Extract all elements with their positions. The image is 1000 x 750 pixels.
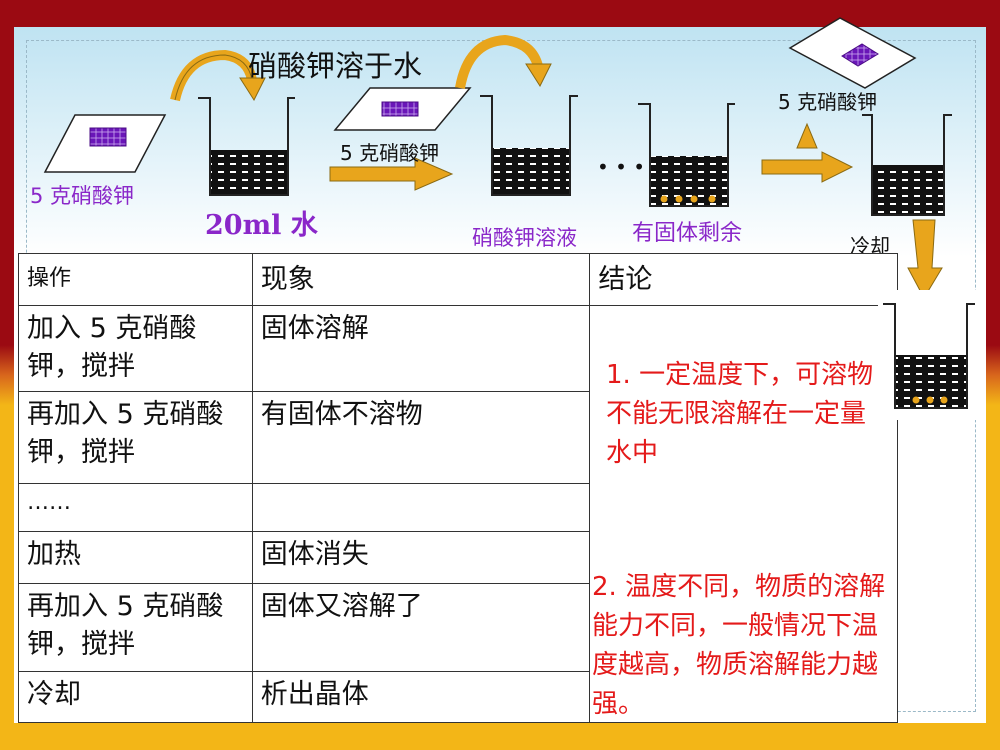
paper-with-kno3-middle [333,87,472,131]
row-phenomenon: 固体溶解 [251,305,591,392]
beaker-2 [480,95,578,196]
row-phenomenon: 析出晶体 [251,671,591,723]
conclusion-1: 1. 一定温度下，可溶物不能无限溶解在一定量水中 [606,360,874,468]
table-row: 加入 5 克硝酸钾，搅拌 固体溶解 [18,305,898,723]
beaker-4 [862,114,952,216]
row-operation: 加热 [18,531,253,584]
experiment-diagram [43,17,952,300]
row-operation: 再加入 5 克硝酸钾，搅拌 [18,391,253,484]
water-label: 20ml 水 [205,210,318,241]
experiment-table: 操作 现象 结论 加入 5 克硝酸钾，搅拌 固体溶解 再加入 5 克硝酸钾，搅拌… [18,253,898,723]
row-phenomenon [251,483,591,532]
header-phenomenon: 现象 [251,253,591,306]
row-operation: 再加入 5 克硝酸钾，搅拌 [18,583,253,672]
table-header-row: 操作 现象 结论 [18,253,898,306]
kno3-5g-middle-label: 5 克硝酸钾 [340,141,440,165]
header-operation: 操作 [18,253,253,306]
solution-label: 硝酸钾溶液 [472,226,577,250]
curved-arrow-2 [455,34,552,89]
row-operation: …… [18,483,253,532]
conclusion-2: 2. 温度不同，物质的溶解能力不同，一般情况下温度越高，物质溶解能力越强。 [592,572,886,719]
row-phenomenon: 有固体不溶物 [251,391,591,484]
row-operation: 加入 5 克硝酸钾，搅拌 [18,305,253,392]
header-conclusion: 结论 [589,253,898,306]
kno3-5g-left-label: 5 克硝酸钾 [30,184,135,208]
table-row: 再加入 5 克硝酸钾，搅拌 固体又溶解了 [18,583,898,672]
curved-arrow-1 [170,49,266,102]
table-row: 冷却 析出晶体 [18,671,898,723]
dissolve-label: 硝酸钾溶于水 [248,49,423,83]
paper-with-kno3-left [43,114,167,173]
ellipsis-dots: • • • [597,155,646,179]
row-operation: 冷却 [18,671,253,723]
kno3-5g-right-label: 5 克硝酸钾 [778,90,878,114]
table-row: 加热 固体消失 [18,531,898,584]
row-phenomenon: 固体又溶解了 [251,583,591,672]
row-phenomenon: 固体消失 [251,531,591,584]
up-arrow [796,122,818,149]
beaker-3 [638,103,735,207]
solid-remaining-label: 有固体剩余 [632,221,743,246]
beaker-1 [198,97,295,196]
down-arrow [907,219,943,300]
cooled-beaker [878,290,978,420]
conclusion-cell [589,305,898,723]
right-arrow-1 [329,157,454,191]
paper-with-kno3-right [788,17,917,89]
right-arrow-2 [761,151,854,183]
table-row: 再加入 5 克硝酸钾，搅拌 有固体不溶物 [18,391,898,484]
